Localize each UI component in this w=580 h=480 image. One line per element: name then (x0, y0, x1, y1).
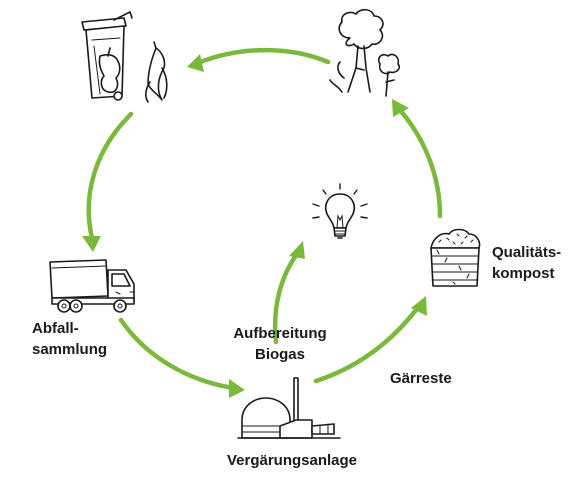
label-aufbereitung-biogas-line2: Biogas (254, 346, 305, 363)
label-aufbereitung-biogas: Aufbereitung Biogas (220, 323, 340, 365)
label-garreste: Gärreste (390, 368, 452, 389)
arrow-biowaste-to-collection (86, 111, 134, 241)
arrow-compost-to-plants (397, 107, 443, 219)
label-abfallsammlung: Abfall- sammlung (32, 318, 107, 360)
arrow-plant-to-biogas (272, 251, 300, 345)
arrow-collection-to-plant (118, 317, 236, 391)
label-vergarungsanlage-text: Vergärungsanlage (226, 452, 358, 469)
tree-and-plants-icon (329, 8, 401, 97)
arrowhead-compost (411, 296, 427, 316)
waste-bin-with-scraps-icon (81, 11, 168, 103)
arrowhead-plants (392, 99, 409, 117)
digestion-plant-icon (237, 377, 341, 439)
garbage-truck-icon (49, 259, 135, 313)
arrowhead-biogas (289, 241, 305, 259)
label-aufbereitung-biogas-line1: Aufbereitung (233, 325, 327, 342)
arrow-plant-to-compost (313, 303, 422, 384)
arrowhead-biowaste (187, 54, 204, 72)
label-qualitatskompost-line1: Qualitäts- (492, 244, 562, 261)
light-bulb-icon (312, 183, 368, 239)
arrow-plants-to-biowaste (195, 47, 331, 66)
label-abfallsammlung-line2: sammlung (32, 341, 108, 358)
label-garreste-text: Gärreste (390, 370, 452, 387)
label-vergarungsanlage: Vergärungsanlage (212, 450, 372, 471)
label-qualitatskompost: Qualitäts- kompost (492, 242, 561, 284)
compost-crate-icon (430, 228, 481, 287)
arrowhead-collection (82, 236, 101, 252)
label-abfallsammlung-line1: Abfall- (32, 320, 79, 337)
label-qualitatskompost-line2: kompost (492, 265, 555, 282)
arrowhead-plant (229, 379, 245, 398)
